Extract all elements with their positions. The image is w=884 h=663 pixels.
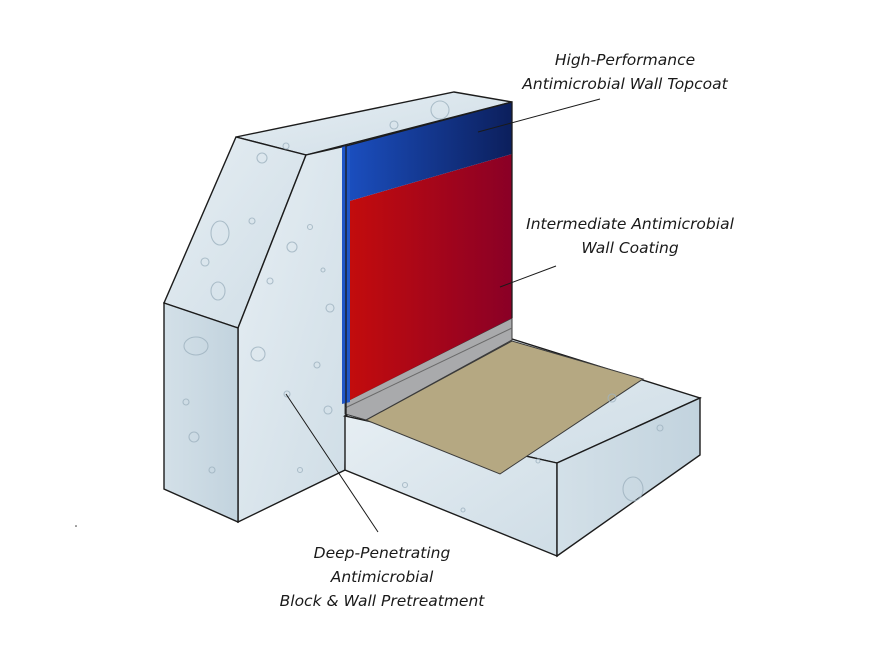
concrete-texture [182, 100, 664, 513]
topcoat-label: High-Performance Antimicrobial Wall Topc… [500, 48, 750, 96]
pretreatment-label-line3: Block & Wall Pretreatment [279, 592, 485, 610]
topcoat-label-line1: High-Performance [554, 51, 696, 69]
intermediate-leader-line [499, 265, 557, 288]
topcoat-label-line2: Antimicrobial Wall Topcoat [522, 75, 728, 93]
topcoat-leader-line [477, 98, 601, 133]
base-left-face [163, 302, 239, 524]
intermediate-label-line1: Intermediate Antimicrobial [526, 215, 734, 233]
pretreatment-label: Deep-Penetrating Antimicrobial Block & W… [262, 541, 502, 613]
slab-right-face [556, 396, 701, 558]
pretreatment-label-line1: Deep-Penetrating [313, 544, 451, 562]
pretreatment-label-line2: Antimicrobial [330, 568, 434, 586]
floor-coating-layer [364, 340, 645, 475]
topcoat-layer [346, 102, 512, 202]
intermediate-label: Intermediate Antimicrobial Wall Coating [510, 212, 750, 260]
pretreatment-leader-line [285, 393, 379, 533]
intermediate-label-line2: Wall Coating [581, 239, 679, 257]
stray-dot [75, 525, 77, 527]
intermediate-coating-layer [346, 154, 512, 402]
